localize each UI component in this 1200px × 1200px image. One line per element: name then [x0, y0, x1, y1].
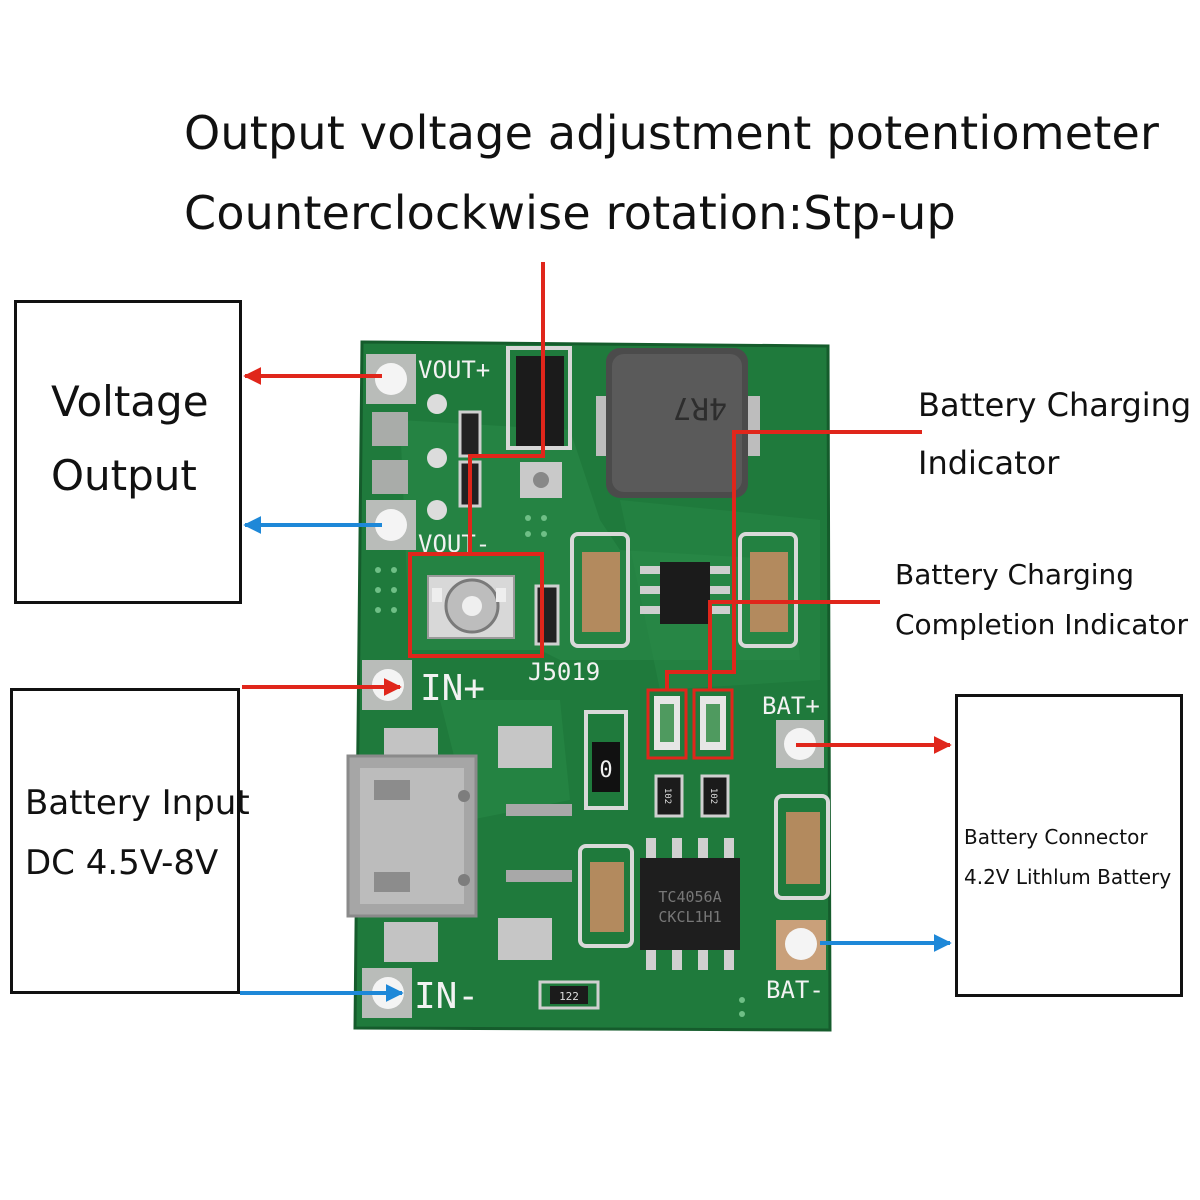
completion-led [700, 696, 726, 750]
battery-connector-label-1: Battery Connector [964, 825, 1148, 849]
diagram-title-line2: Counterclockwise rotation:Stp-up [184, 186, 956, 240]
battery-connector-label-2: 4.2V Lithlum Battery [964, 865, 1172, 889]
resistor-122-mark: 122 [559, 990, 579, 1003]
fuse-mark: 0 [599, 758, 612, 783]
bat-minus-pad [776, 920, 826, 970]
potentiometer [427, 575, 515, 639]
vout-plus-pad [366, 354, 416, 404]
charging-indicator-label-1: Battery Charging [918, 386, 1192, 424]
battery-connector-box: Battery Connector 4.2V Lithlum Battery [955, 694, 1183, 997]
battery-input-box: Battery Input DC 4.5V-8V [10, 688, 250, 994]
micro-usb-port [346, 728, 478, 962]
resistor-102-b: 102 [708, 788, 718, 804]
bat-plus-label: BAT+ [762, 692, 820, 720]
voltage-output-label-2: Output [51, 451, 197, 500]
charging-led [654, 696, 680, 750]
vout-plus-label: VOUT+ [418, 356, 490, 384]
in-plus-label: IN+ [420, 668, 485, 709]
battery-input-label-2: DC 4.5V-8V [25, 843, 219, 883]
voltage-output-box: Voltage Output [14, 300, 242, 604]
resistor-102-a: 102 [662, 788, 672, 804]
inductor [596, 348, 760, 498]
chip-mark-1: TC4056A [658, 888, 721, 906]
bat-minus-label: BAT- [766, 976, 824, 1004]
vout-minus-pad [366, 500, 416, 550]
chip-mark-2: CKCL1H1 [658, 908, 721, 926]
completion-indicator-label-2: Completion Indicator [895, 608, 1189, 641]
board-id: J5019 [528, 658, 600, 686]
diagram-title-line1: Output voltage adjustment potentiometer [184, 106, 1160, 160]
battery-input-label-1: Battery Input [25, 783, 250, 823]
voltage-output-label-1: Voltage [51, 377, 209, 426]
charging-indicator-label-2: Indicator [918, 444, 1060, 482]
in-minus-label: IN- [414, 976, 479, 1017]
charger-ic [640, 838, 740, 970]
inductor-mark: 4R7 [673, 390, 727, 425]
completion-indicator-label-1: Battery Charging [895, 558, 1135, 591]
